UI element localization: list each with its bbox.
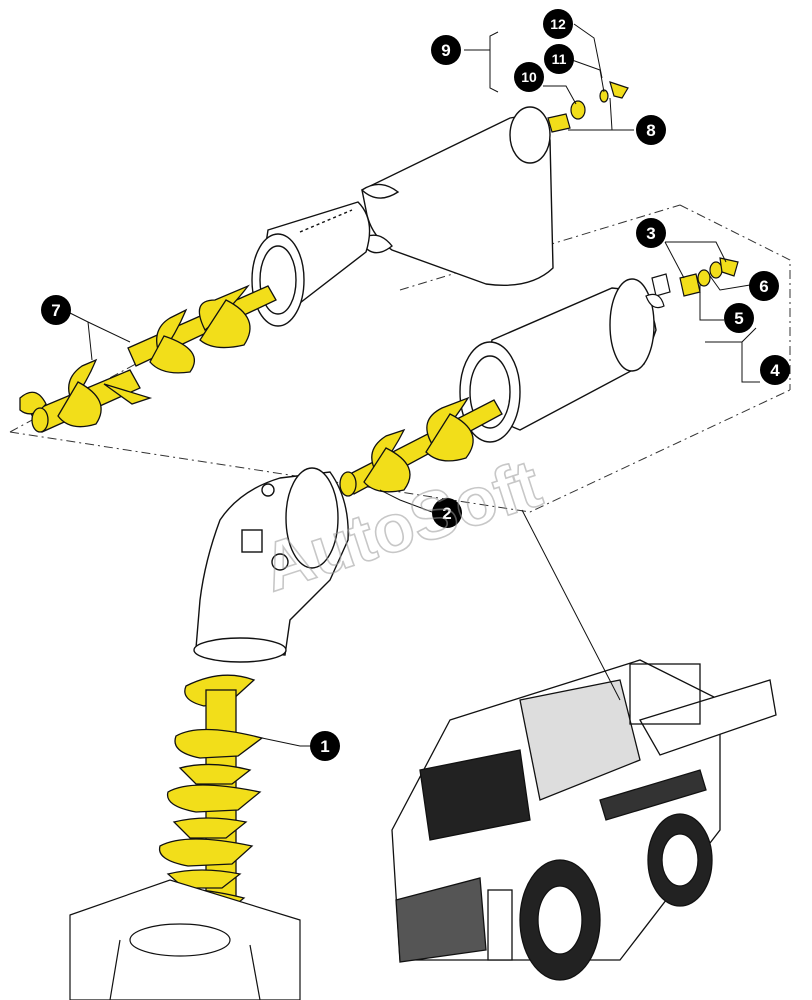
callout-7-badge: 7 [41, 295, 71, 325]
callout-9-badge: 9 [431, 35, 461, 65]
combine-harvester-overview [391, 659, 777, 981]
small-bearing-parts [547, 81, 739, 309]
callout-8: 8 [646, 121, 655, 140]
callout-7: 7 [51, 301, 60, 320]
callout-5-badge: 5 [724, 303, 754, 333]
callout-12-badge: 12 [543, 9, 573, 39]
callout-12: 12 [550, 16, 566, 32]
upper-auger-flighting [19, 284, 277, 433]
callout-6-badge: 6 [749, 271, 779, 301]
callout-8-badge: 8 [636, 115, 666, 145]
lower-auger-flighting [339, 396, 503, 497]
callout-5: 5 [734, 309, 743, 328]
callout-4-badge: 4 [760, 355, 790, 385]
auger-base-plate [69, 879, 301, 1000]
callout-6: 6 [759, 277, 768, 296]
callout-11-badge: 11 [544, 44, 574, 74]
auger-elbow-housing [193, 467, 349, 663]
callout-1-badge: 1 [310, 731, 340, 761]
upper-auger-tube [251, 106, 554, 327]
callout-3: 3 [646, 224, 655, 243]
callout-1: 1 [320, 737, 329, 756]
callout-2: 2 [442, 504, 451, 523]
callout-11: 11 [552, 51, 567, 67]
callout-10: 10 [521, 69, 537, 85]
callout-3-badge: 3 [636, 218, 666, 248]
callout-4: 4 [770, 361, 780, 380]
callout-9: 9 [441, 41, 450, 60]
callout-2-badge: 2 [432, 498, 462, 528]
callout-10-badge: 10 [514, 62, 544, 92]
leader-lines [67, 23, 760, 747]
